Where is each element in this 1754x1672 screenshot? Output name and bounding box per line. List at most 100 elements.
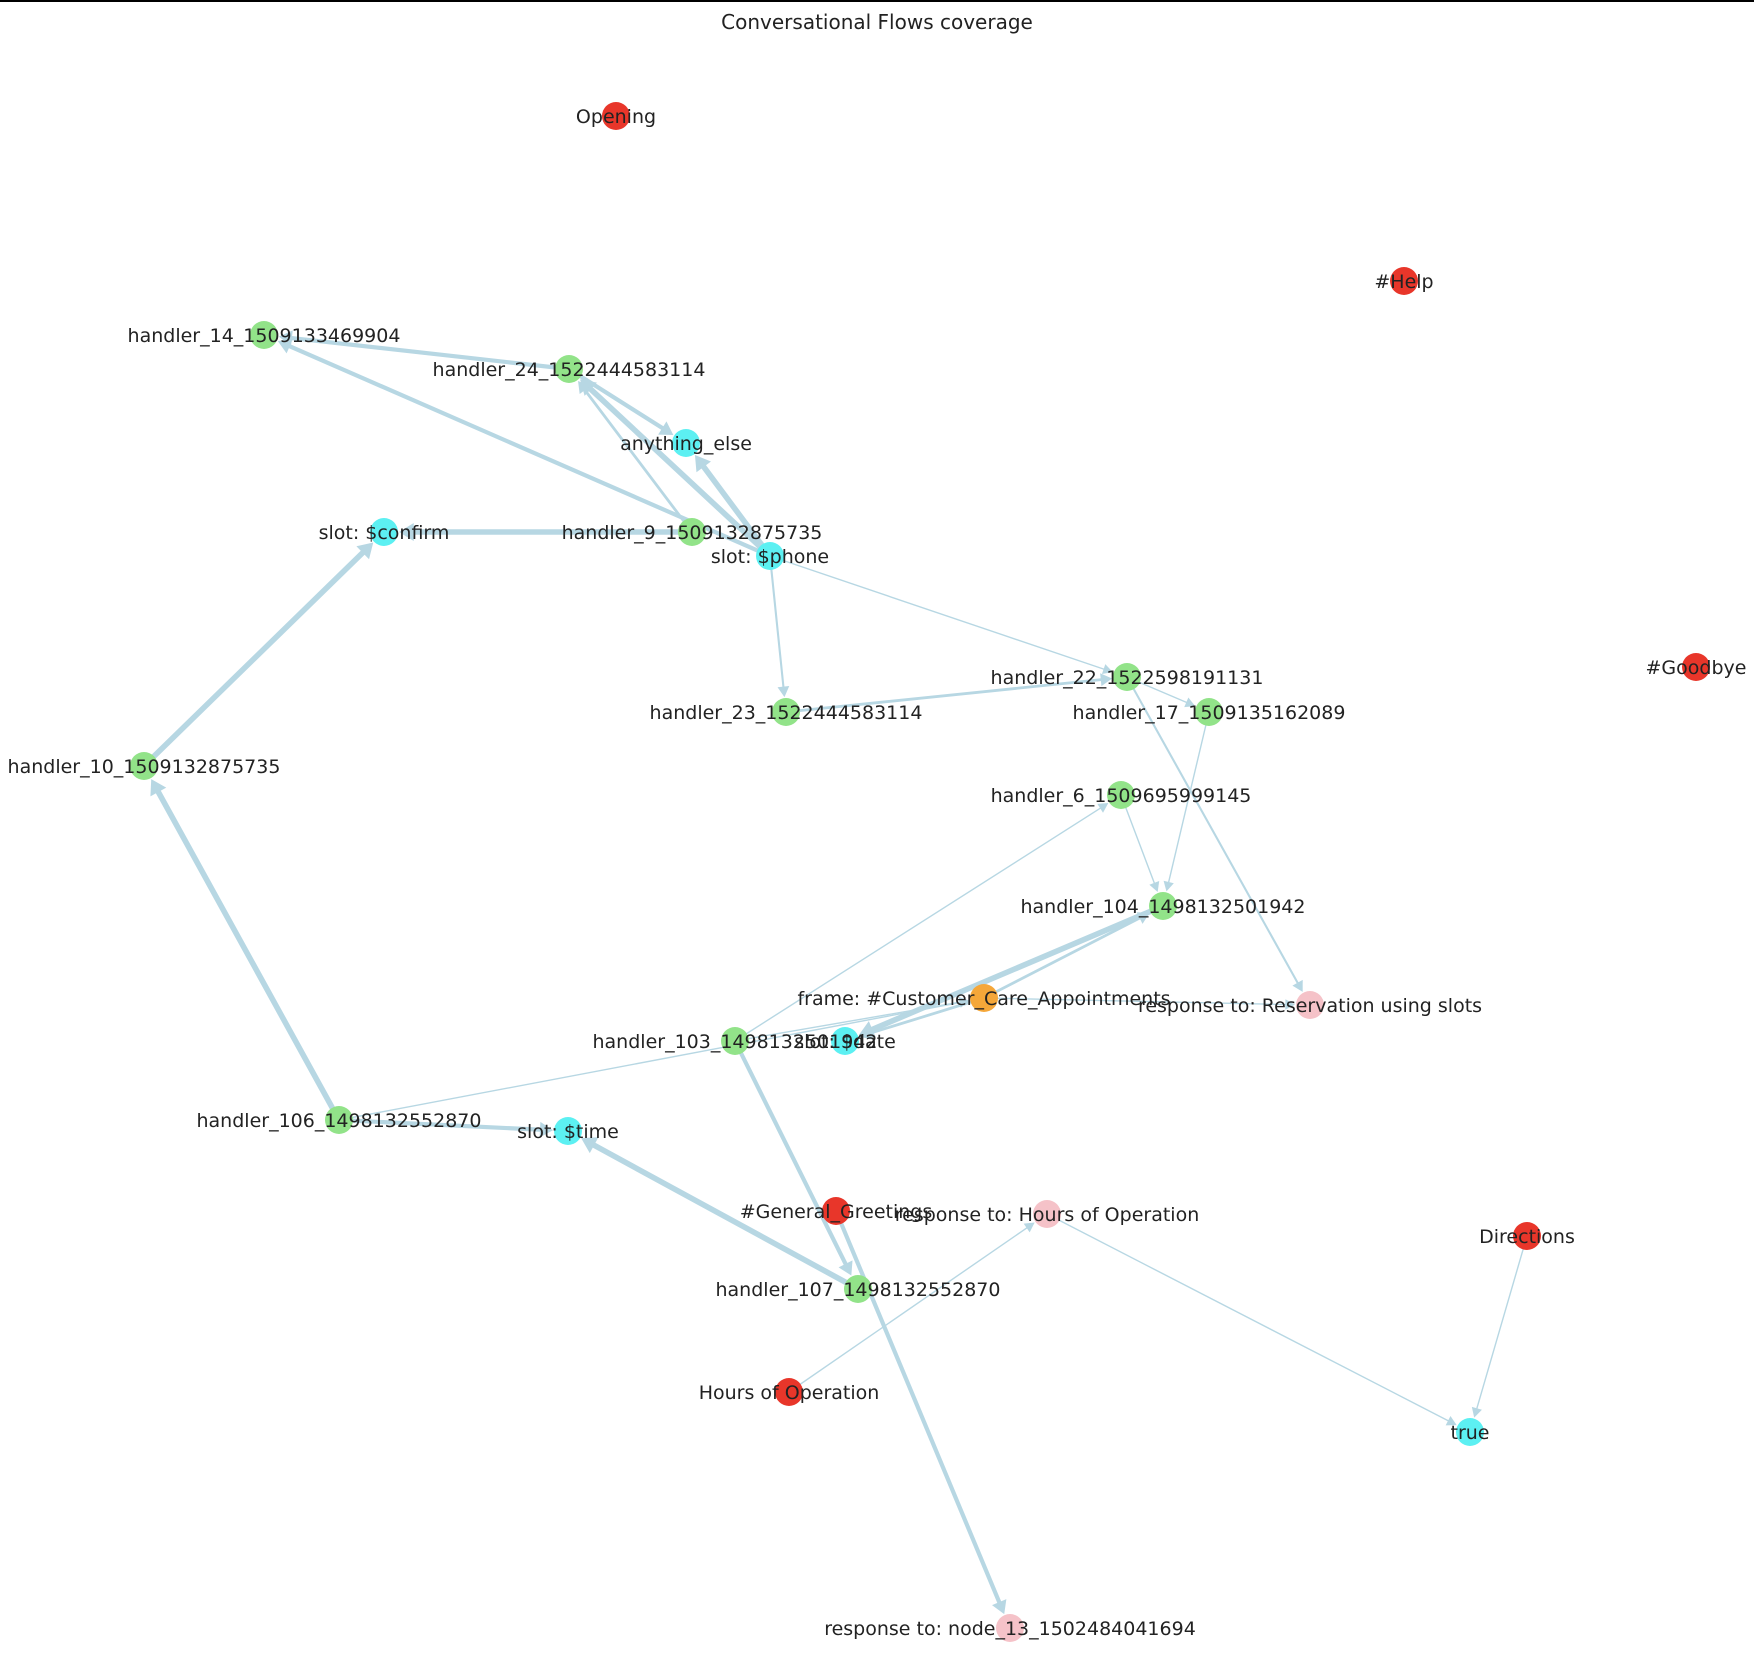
edge-frame-to-resv (983, 997, 1290, 1006)
edge-h6-to-h104 (1120, 794, 1157, 888)
node-directions[interactable] (1513, 1222, 1541, 1250)
node-label-h106: handler_106_1498132552870 (197, 1110, 482, 1132)
edge-h103-to-h6 (734, 805, 1104, 1042)
node-label-h9: handler_9_1509132875735 (562, 522, 823, 544)
arrowhead-frame-to-h104 (1136, 912, 1150, 924)
node-label-h24: handler_24_1522444583114 (433, 359, 706, 381)
node-label-phone: slot: $phone (711, 546, 829, 568)
edge-h103-to-frame (734, 1000, 965, 1042)
node-h9[interactable] (678, 518, 706, 546)
node-label-anything: anything_else (620, 433, 752, 455)
node-label-confirm: slot: $confirm (319, 522, 450, 544)
node-label-frame: frame: #Customer_Care_Appointments (797, 988, 1170, 1010)
node-label-help: #Help (1374, 271, 1433, 293)
arrowhead-h106-to-time (539, 1121, 554, 1138)
node-label-h107: handler_107_1498132552870 (716, 1279, 1001, 1301)
edge-hoursresp-to-true (1046, 1213, 1453, 1424)
node-label-h17: handler_17_1509135162089 (1073, 702, 1346, 724)
edge-h22-to-resv (1125, 675, 1301, 988)
node-phone[interactable] (756, 542, 784, 570)
node-h23[interactable] (772, 698, 800, 726)
arrowhead-h103-to-h107 (838, 1260, 853, 1276)
node-label-h104: handler_104_1498132501942 (1021, 896, 1306, 918)
arrowhead-frame-to-date (859, 1026, 873, 1040)
node-opening[interactable] (602, 102, 630, 130)
node-confirm[interactable] (370, 518, 398, 546)
arrowhead-h103-to-h6 (1097, 803, 1109, 813)
arrowhead-h24-to-anything (658, 421, 674, 435)
node-label-resv: response to: Reservation using slots (1138, 995, 1482, 1017)
edge-phone-to-h24 (581, 380, 773, 559)
edge-h24-to-anything (566, 366, 671, 434)
node-goodbye[interactable] (1682, 653, 1710, 681)
node-h107[interactable] (844, 1275, 872, 1303)
arrowhead-hours-to-hoursresp (1023, 1222, 1035, 1233)
arrowhead-directions-to-true (1471, 1406, 1482, 1418)
node-anything[interactable] (672, 429, 700, 457)
node-resp13[interactable] (996, 1614, 1024, 1642)
node-help[interactable] (1390, 267, 1418, 295)
chart-title: Conversational Flows coverage (721, 10, 1033, 34)
node-hoursresp[interactable] (1033, 1200, 1061, 1228)
arrowhead-frame-to-resv (1285, 999, 1296, 1010)
node-h106[interactable] (325, 1106, 353, 1134)
edge-h107-to-time (583, 1138, 861, 1292)
arrowhead-h17-to-h104 (1163, 880, 1174, 892)
node-h14[interactable] (250, 321, 278, 349)
arrowhead-h23-to-h22 (1100, 673, 1113, 687)
node-h103[interactable] (721, 1027, 749, 1055)
node-label-directions: Directions (1479, 1226, 1575, 1248)
edge-h106-to-h10 (151, 781, 342, 1123)
node-label-date: slot: $date (794, 1031, 896, 1053)
edge-h106-to-frame (338, 1001, 965, 1121)
arrowhead-hoursresp-to-true (1445, 1416, 1457, 1426)
edge-h23-to-h22 (784, 677, 1108, 714)
edge-frame-to-h104 (982, 914, 1146, 1000)
edge-hours-to-hoursresp (788, 1225, 1031, 1393)
node-h22[interactable] (1113, 663, 1141, 691)
arrowhead-phone-to-h14 (277, 339, 293, 354)
node-label-h22: handler_22_1522598191131 (991, 667, 1264, 689)
node-label-opening: Opening (576, 106, 656, 128)
node-resv[interactable] (1296, 991, 1324, 1019)
node-h6[interactable] (1107, 781, 1135, 809)
node-label-true: true (1451, 1422, 1490, 1444)
arrowhead-h22-to-h17 (1184, 697, 1196, 708)
arrowhead-h106-to-frame (958, 997, 970, 1008)
node-date[interactable] (831, 1027, 859, 1055)
node-hours[interactable] (775, 1378, 803, 1406)
nodes-layer (130, 102, 1710, 1642)
arrowhead-h10-to-confirm (356, 542, 374, 560)
arrowhead-phone-to-anything (694, 455, 711, 473)
edge-directions-to-true (1475, 1235, 1528, 1413)
node-label-hours: Hours of Operation (699, 1382, 880, 1404)
node-h104[interactable] (1149, 892, 1177, 920)
node-frame[interactable] (970, 984, 998, 1012)
arrowhead-greet-to-resp13 (992, 1599, 1007, 1615)
node-label-resp13: response to: node_13_1502484041694 (824, 1618, 1196, 1640)
edge-h10-to-confirm (141, 543, 372, 769)
arrowhead-h22-to-resv (1292, 979, 1303, 992)
edge-greet-to-resp13 (833, 1208, 1005, 1611)
arrowhead-h107-to-time (581, 1137, 599, 1154)
node-label-goodbye: #Goodbye (1646, 657, 1747, 679)
node-time[interactable] (554, 1117, 582, 1145)
edge-h106-to-time (336, 1117, 550, 1133)
edge-h104-to-date (861, 903, 1166, 1036)
arrowhead-h9-to-confirm (399, 522, 414, 542)
arrowhead-h106-to-h10 (150, 779, 167, 797)
node-true[interactable] (1456, 1418, 1484, 1446)
labels-layer: Opening#Help#Goodbyehandler_14_150913346… (8, 106, 1747, 1640)
node-greet[interactable] (822, 1197, 850, 1225)
edge-h24-to-h14 (282, 335, 572, 372)
node-label-hoursresp: response to: Hours of Operation (895, 1204, 1199, 1226)
edge-phone-to-h22 (769, 555, 1108, 671)
node-h10[interactable] (130, 752, 158, 780)
top-border-line (0, 0, 1754, 2)
node-label-greet: #General_Greetings (740, 1201, 933, 1223)
edge-phone-to-anything (695, 457, 773, 559)
node-label-h23: handler_23_1522444583114 (650, 702, 923, 724)
node-h24[interactable] (555, 355, 583, 383)
node-h17[interactable] (1195, 698, 1223, 726)
node-label-time: slot: $time (517, 1121, 619, 1143)
